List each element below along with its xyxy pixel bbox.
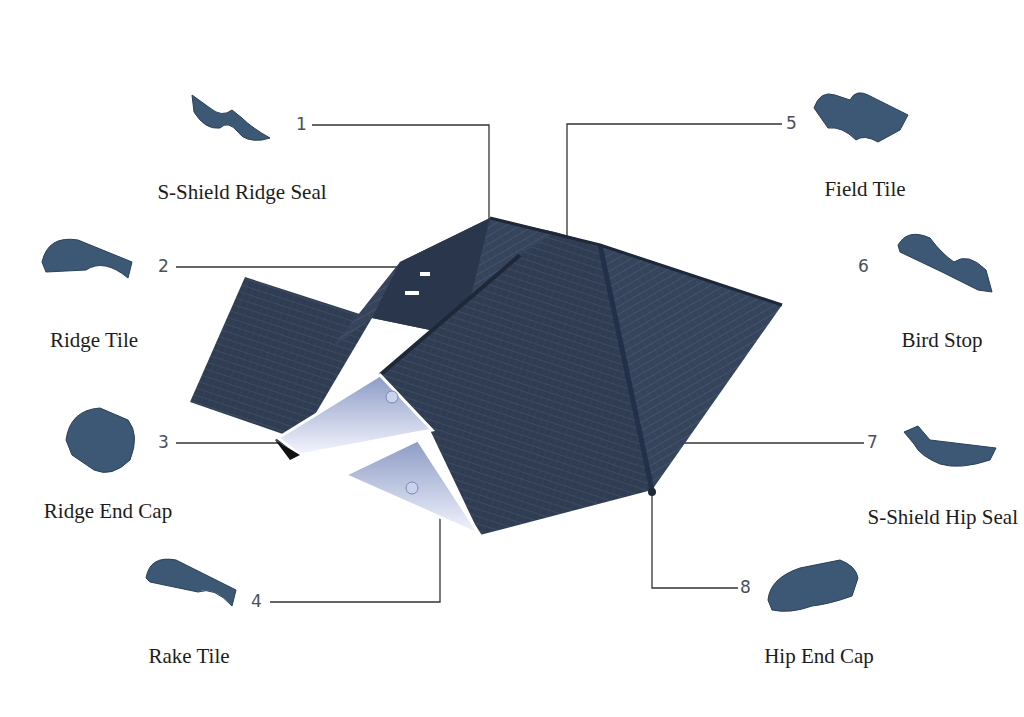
part-name: S-Shield Hip Seal <box>868 505 1019 529</box>
part-name: Ridge Tile <box>50 328 138 352</box>
part-name: S-Shield Ridge Seal <box>157 180 326 204</box>
callout-number: 4 <box>251 592 262 612</box>
callout-number: 2 <box>158 257 169 277</box>
callout-number: 7 <box>867 433 878 453</box>
part-icons <box>42 93 996 612</box>
callout-number: 8 <box>740 578 751 598</box>
callout-number: 6 <box>858 257 869 277</box>
part-name: Rake Tile <box>148 644 229 668</box>
roof <box>190 218 782 535</box>
callout-number: 3 <box>158 433 169 453</box>
callout-number: 5 <box>786 114 797 134</box>
part-name: Ridge End Cap <box>44 499 172 523</box>
part-name: Hip End Cap <box>764 644 874 668</box>
part-name: Field Tile <box>824 177 905 201</box>
callout-number: 1 <box>296 115 307 135</box>
part-name: Bird Stop <box>901 328 982 352</box>
